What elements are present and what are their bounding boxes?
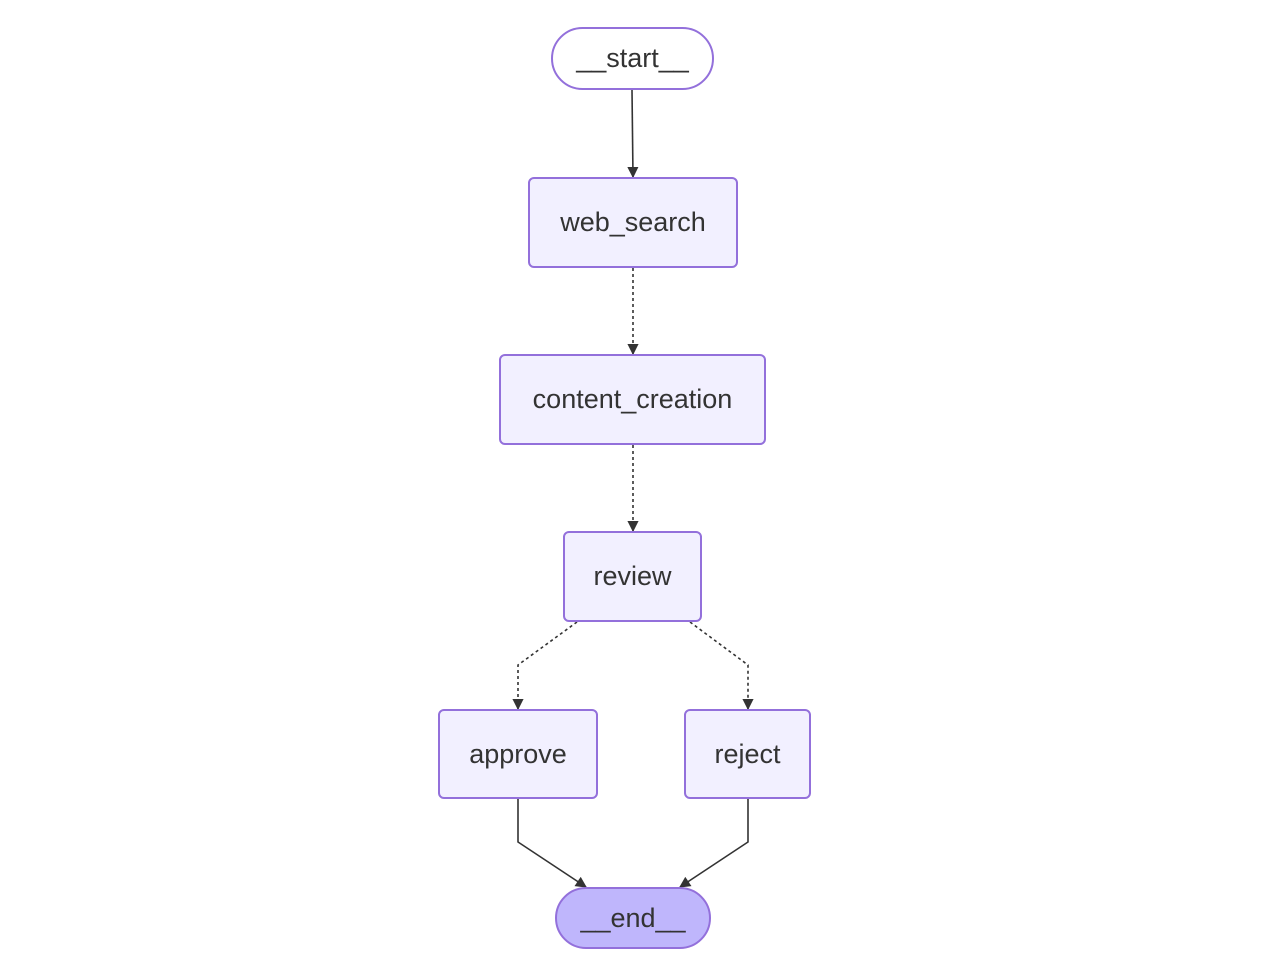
node-content-creation[interactable]: content_creation [499,354,766,445]
node-start-label: __start__ [576,43,689,73]
edge-approve-to-end [517,799,587,888]
node-review[interactable]: review [563,531,702,622]
node-content-creation-label: content_creation [532,384,733,414]
node-end-label: __end__ [580,902,686,933]
node-reject-label: reject [714,738,781,769]
node-start[interactable]: __start__ [551,27,714,90]
node-end[interactable]: __end__ [555,887,711,949]
node-approve[interactable]: approve [438,709,598,799]
node-review-label: review [593,561,672,591]
edge-review-to-reject [689,621,754,711]
edge-review-to-approve [512,621,578,711]
node-web-search[interactable]: web_search [528,177,738,268]
node-approve-label: approve [469,738,567,769]
node-reject[interactable]: reject [684,709,811,799]
node-web-search-label: web_search [560,207,706,237]
edge-reject-to-end [679,799,749,888]
edge-start-to-web-search [627,89,639,179]
